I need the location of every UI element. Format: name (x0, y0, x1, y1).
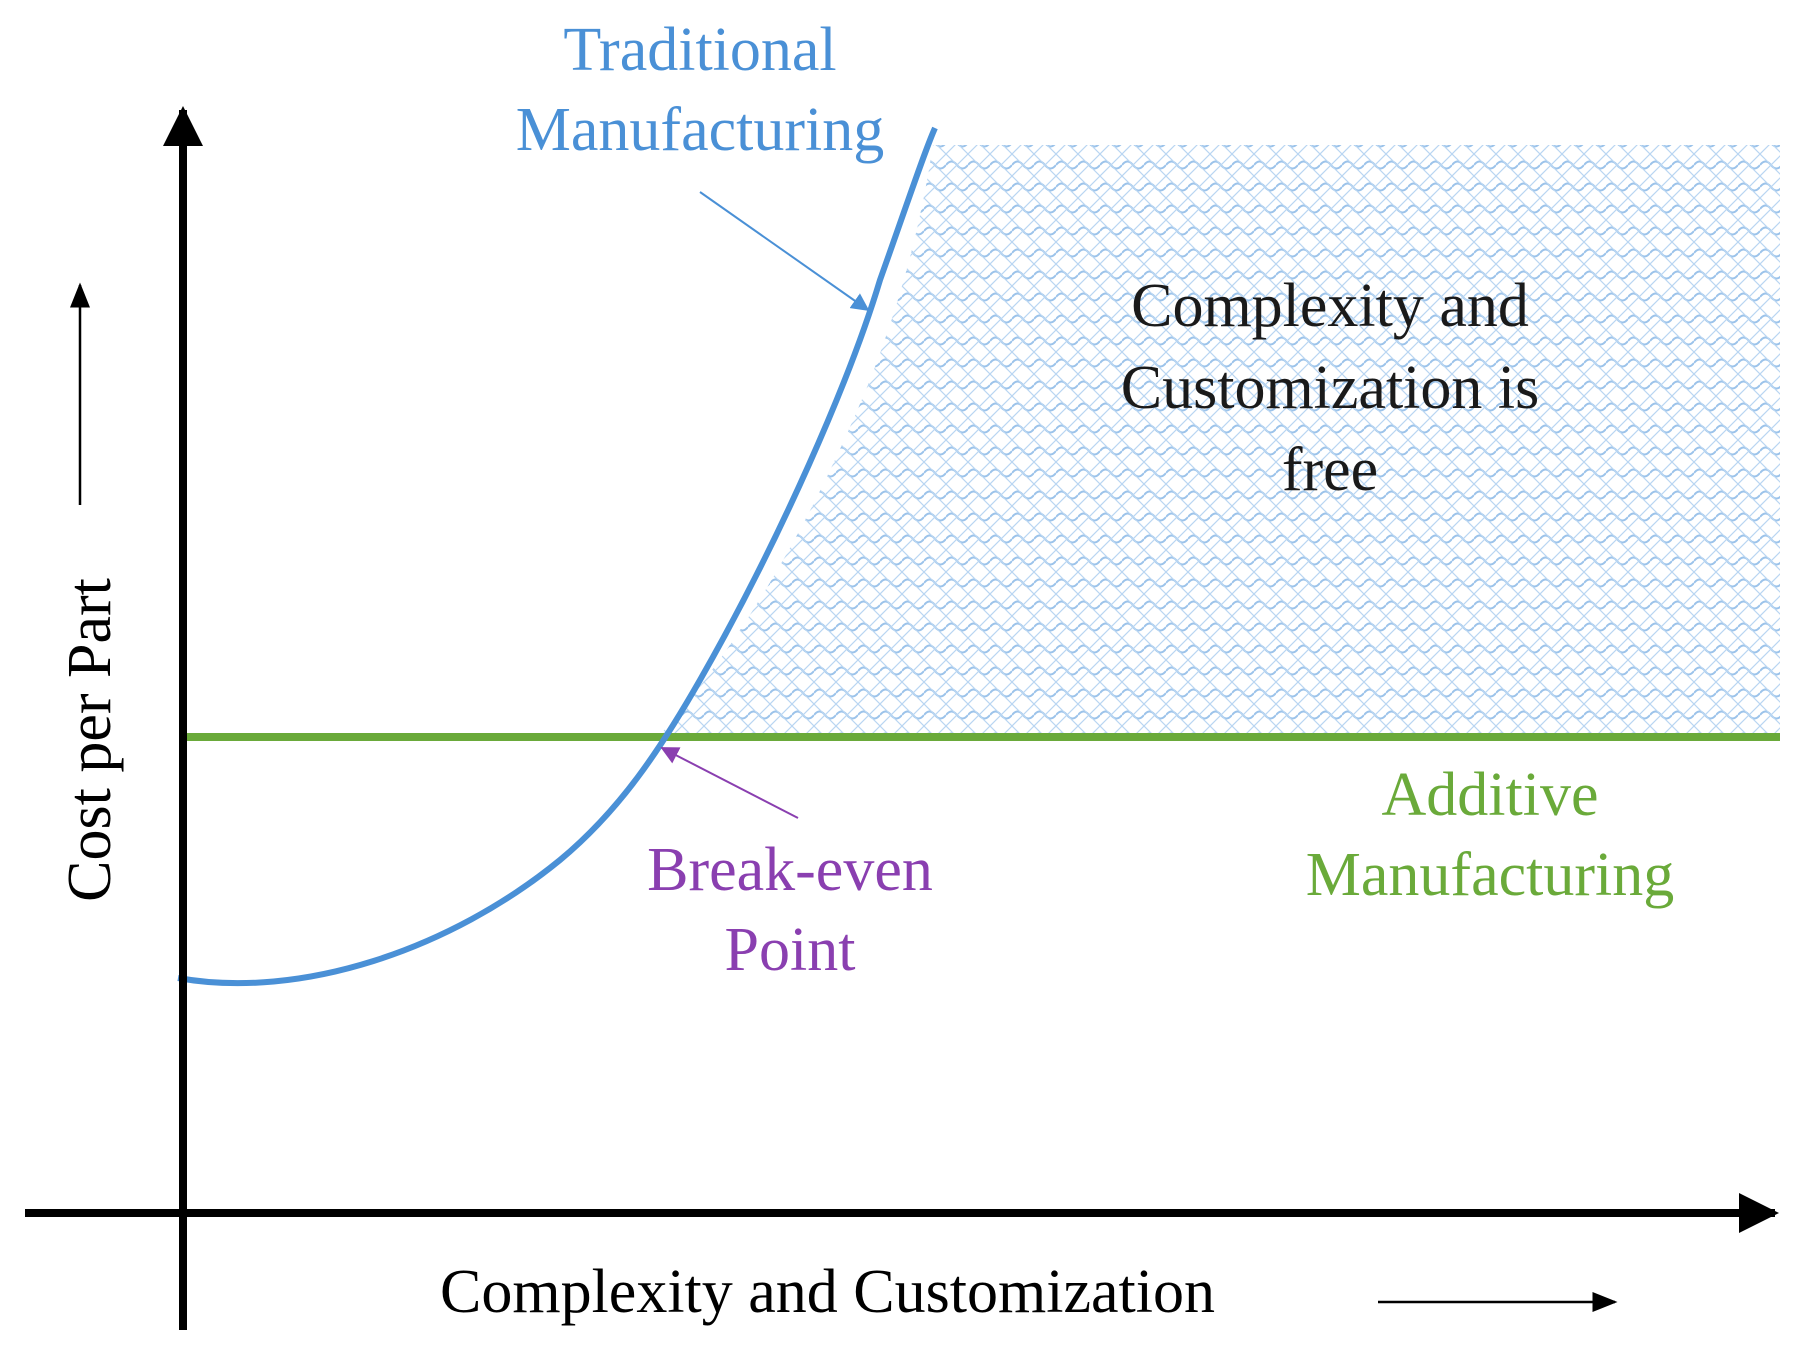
breakeven-leader-arrow (660, 747, 799, 819)
traditional-manufacturing-curve (177, 126, 938, 987)
traditional-leader-arrow (699, 191, 870, 312)
free-region-hatch (658, 145, 1780, 737)
